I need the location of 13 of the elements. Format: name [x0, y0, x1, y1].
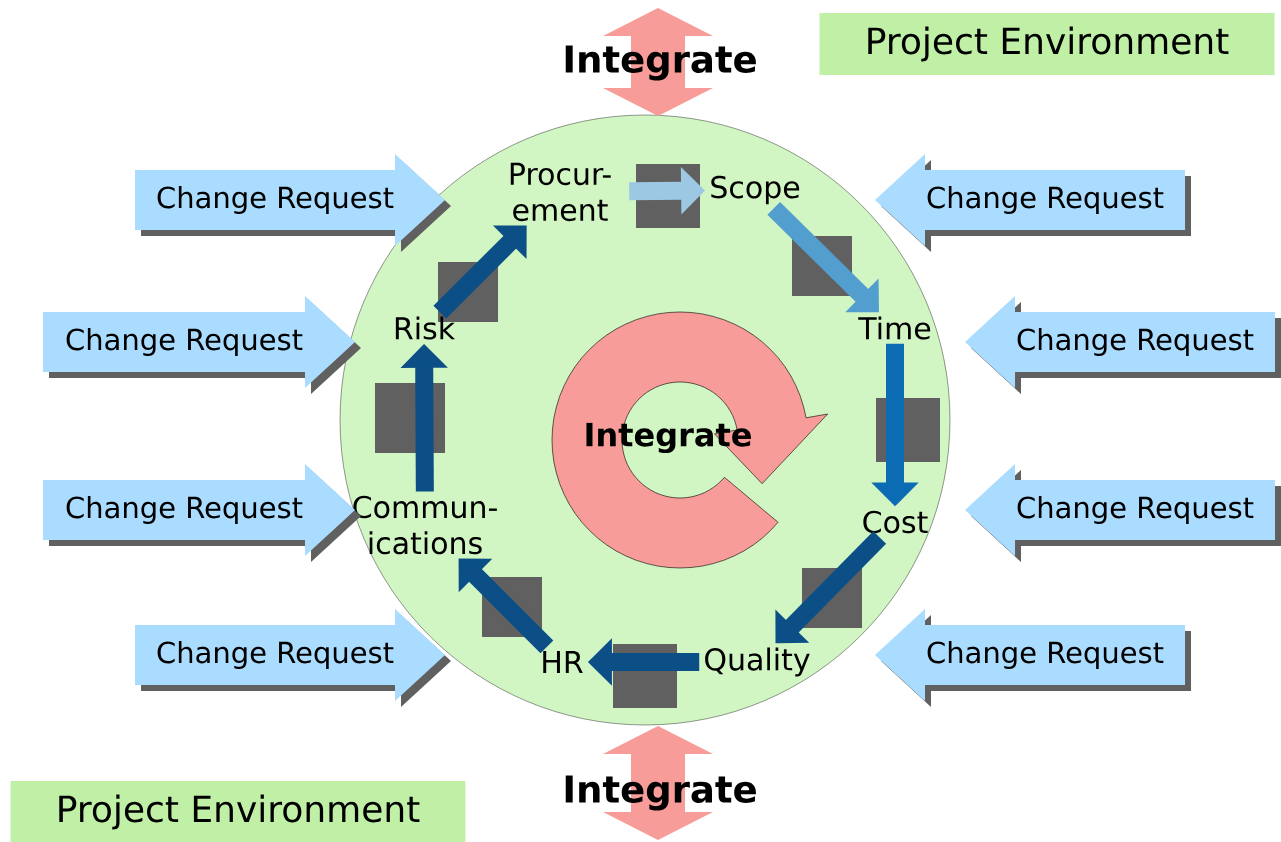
area-label: Risk — [395, 316, 455, 340]
environment-box: Project Environment — [819, 13, 1275, 75]
environment-box: Project Environment — [10, 781, 466, 842]
arrow — [433, 225, 527, 319]
arrow — [775, 531, 887, 644]
area-label: Scope — [711, 175, 800, 205]
area-label: Quality — [705, 647, 810, 677]
area-label: Cost — [863, 510, 928, 534]
area-label: Procur- ement — [510, 162, 611, 222]
arrow — [767, 202, 879, 313]
area-label: HR — [543, 651, 583, 673]
area-label: Time — [858, 316, 931, 340]
arrow — [458, 558, 554, 654]
